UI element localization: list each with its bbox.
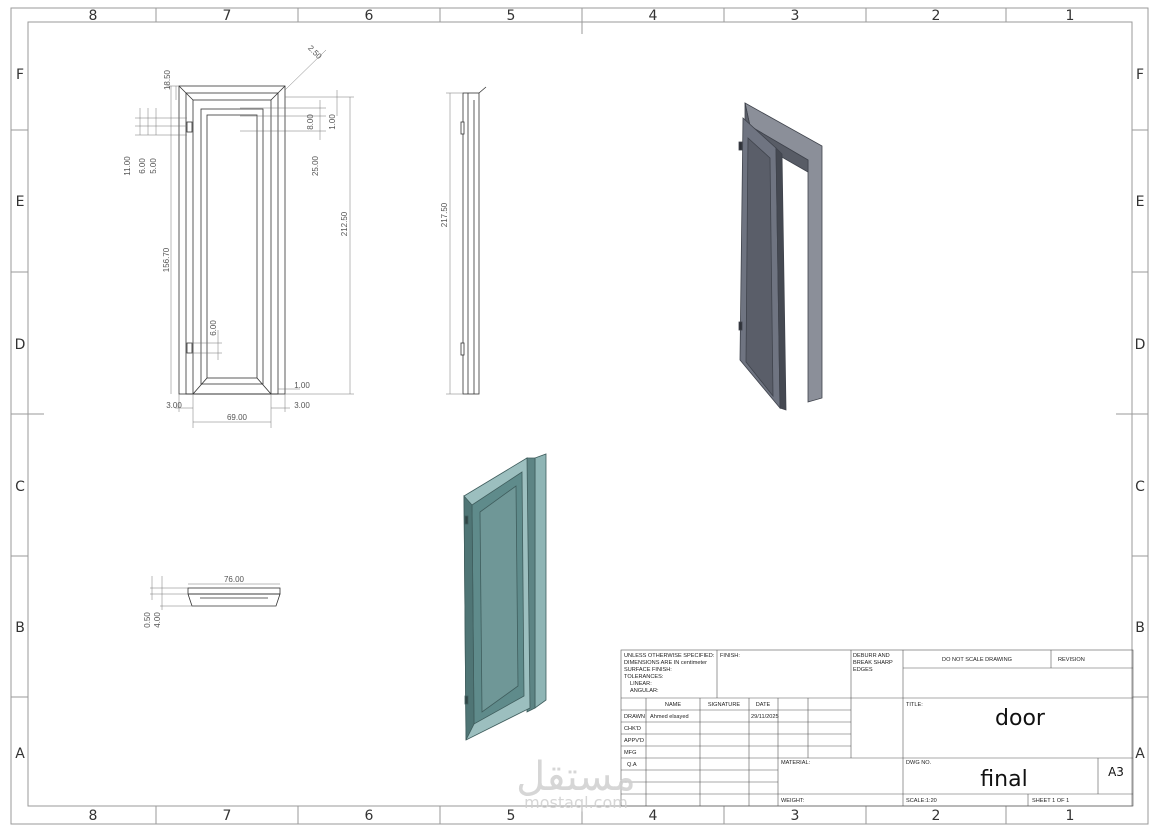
tb-drawn-name: Ahmed elsayed bbox=[650, 714, 689, 720]
dim-217-50: 217.50 bbox=[440, 202, 449, 227]
dim-1-00-bottom: 1.00 bbox=[294, 381, 310, 390]
dim-5-00: 5.00 bbox=[149, 158, 158, 174]
tb-revision: REVISION bbox=[1058, 657, 1085, 663]
zone-row-b-right: B bbox=[1135, 620, 1145, 636]
dim-3-00-right: 3.00 bbox=[294, 401, 310, 410]
zone-row-c: C bbox=[15, 479, 25, 495]
watermark-arabic: مستقل bbox=[516, 754, 636, 800]
zone-row-e-right: E bbox=[1136, 194, 1145, 210]
tb-r-qa: Q.A bbox=[627, 762, 637, 768]
tb-h-date: DATE bbox=[756, 702, 771, 708]
tb-size: A3 bbox=[1108, 765, 1124, 779]
tb-dims-in: DIMENSIONS ARE IN centimeter bbox=[624, 660, 707, 666]
zone-row-b: B bbox=[15, 620, 25, 636]
sheet-border bbox=[10, 7, 1149, 825]
tb-scale: SCALE:1:20 bbox=[906, 798, 937, 804]
tb-finish: FINISH: bbox=[720, 653, 740, 659]
tb-tolerances: TOLERANCES: bbox=[624, 674, 664, 680]
zone-row-d: D bbox=[15, 337, 26, 353]
front-view-dim-lines bbox=[135, 49, 354, 428]
iso-door-teal bbox=[463, 453, 547, 741]
watermark-latin: mostaql.com bbox=[524, 793, 628, 812]
dim-0-50: 0.50 bbox=[143, 612, 152, 628]
zone-row-f-right: F bbox=[1136, 67, 1144, 83]
zone-col-2-bottom: 2 bbox=[932, 808, 941, 824]
zone-labels-right: F E D C B A bbox=[1135, 67, 1146, 762]
watermark-logo: مستقل mostaql.com bbox=[516, 754, 636, 812]
zone-col-3: 3 bbox=[791, 8, 800, 24]
tb-deburr-1: DEBURR AND bbox=[853, 653, 890, 659]
zone-col-6-bottom: 6 bbox=[365, 808, 374, 824]
zone-col-7: 7 bbox=[223, 8, 232, 24]
tb-h-signature: SIGNATURE bbox=[708, 702, 740, 708]
dim-1-00-top: 1.00 bbox=[328, 114, 337, 130]
zone-ticks bbox=[11, 8, 1148, 824]
top-view bbox=[187, 587, 281, 607]
zone-col-8: 8 bbox=[89, 8, 98, 24]
zone-row-f: F bbox=[16, 67, 24, 83]
tb-r-chkd: CHK'D bbox=[624, 726, 641, 732]
zone-col-5: 5 bbox=[507, 8, 516, 24]
tb-material: MATERIAL: bbox=[781, 760, 811, 766]
tb-linear: LINEAR: bbox=[630, 681, 652, 687]
zone-col-4: 4 bbox=[649, 8, 658, 24]
title-block-text: UNLESS OTHERWISE SPECIFIED: DIMENSIONS A… bbox=[624, 653, 1124, 804]
side-view-dim bbox=[446, 92, 463, 395]
tb-dwg-no: final bbox=[980, 767, 1027, 792]
dim-3-00-left: 3.00 bbox=[166, 401, 182, 410]
zone-row-c-right: C bbox=[1135, 479, 1145, 495]
dim-156-70: 156.70 bbox=[162, 247, 171, 272]
zone-col-8-bottom: 8 bbox=[89, 808, 98, 824]
dim-4-00: 4.00 bbox=[153, 612, 162, 628]
side-view bbox=[460, 86, 487, 395]
front-view bbox=[178, 85, 286, 395]
front-view-dim-text: 18.50 2.50 8.00 1.00 25.00 11.00 6.00 5.… bbox=[123, 44, 349, 422]
tb-r-mfg: MFG bbox=[624, 750, 636, 756]
title-block bbox=[620, 649, 1134, 807]
tb-dwg-label: DWG NO. bbox=[906, 760, 932, 766]
dim-6-00-top: 6.00 bbox=[138, 158, 147, 174]
dim-69-00: 69.00 bbox=[227, 413, 248, 422]
zone-col-5-bottom: 5 bbox=[507, 808, 516, 824]
zone-row-e: E bbox=[16, 194, 25, 210]
dim-18-50: 18.50 bbox=[163, 69, 172, 90]
dim-8-00: 8.00 bbox=[306, 114, 315, 130]
dim-11-00: 11.00 bbox=[123, 156, 132, 176]
tb-sheet: SHEET 1 OF 1 bbox=[1032, 798, 1069, 804]
zone-col-1: 1 bbox=[1066, 8, 1075, 24]
tb-h-name: NAME bbox=[665, 702, 681, 708]
tb-title: door bbox=[995, 706, 1046, 731]
zone-col-1-bottom: 1 bbox=[1066, 808, 1075, 824]
dim-76-00: 76.00 bbox=[224, 575, 245, 584]
zone-col-3-bottom: 3 bbox=[791, 808, 800, 824]
zone-row-d-right: D bbox=[1135, 337, 1146, 353]
tb-deburr-2: BREAK SHARP bbox=[853, 660, 893, 666]
dim-6-00-bottom: 6.00 bbox=[209, 320, 218, 336]
tb-unless: UNLESS OTHERWISE SPECIFIED: bbox=[624, 653, 715, 659]
iso-door-dark bbox=[738, 102, 823, 411]
dim-212-50: 212.50 bbox=[340, 211, 349, 236]
top-view-dim bbox=[150, 576, 280, 610]
tb-title-label: TITLE: bbox=[906, 702, 923, 708]
zone-col-6: 6 bbox=[365, 8, 374, 24]
zone-row-a-right: A bbox=[1135, 746, 1145, 762]
zone-labels-bottom: 8 7 6 5 4 3 2 1 bbox=[89, 808, 1075, 824]
tb-r-drawn: DRAWN bbox=[624, 714, 645, 720]
tb-surface: SURFACE FINISH: bbox=[624, 667, 672, 673]
zone-labels-left: F E D C B A bbox=[15, 67, 26, 762]
tb-deburr-3: EDGES bbox=[853, 667, 873, 673]
zone-col-4-bottom: 4 bbox=[649, 808, 658, 824]
dim-2-50: 2.50 bbox=[306, 44, 324, 62]
tb-drawn-date: 29/11/2025 bbox=[751, 714, 779, 720]
zone-col-2: 2 bbox=[932, 8, 941, 24]
zone-labels-top: 8 7 6 5 4 3 2 1 bbox=[89, 8, 1075, 24]
zone-col-7-bottom: 7 bbox=[223, 808, 232, 824]
tb-do-not-scale: DO NOT SCALE DRAWING bbox=[942, 657, 1012, 663]
tb-weight: WEIGHT: bbox=[781, 798, 805, 804]
dim-25-00: 25.00 bbox=[311, 155, 320, 176]
zone-row-a: A bbox=[15, 746, 25, 762]
tb-angular: ANGULAR: bbox=[630, 688, 659, 694]
tb-r-appvd: APPV'D bbox=[624, 738, 644, 744]
